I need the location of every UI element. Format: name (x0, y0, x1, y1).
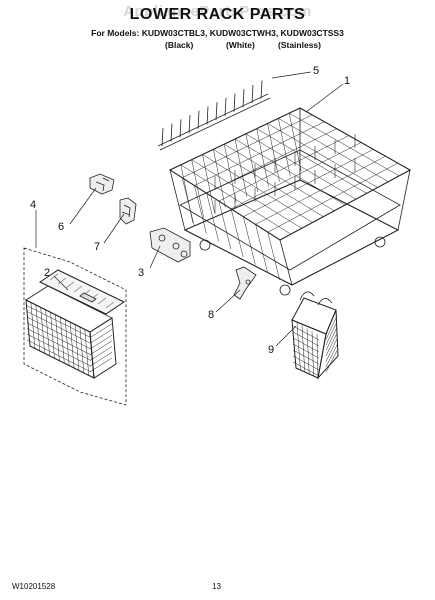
callout-7: 7 (94, 241, 100, 253)
page-number: 13 (212, 582, 221, 591)
document-number: W10201528 (12, 582, 56, 591)
callout-5: 5 (313, 65, 319, 77)
callout-2: 2 (44, 267, 50, 279)
leader-lines (35, 71, 344, 347)
watermark: AppliancePartsPros.com (123, 3, 312, 20)
color-label-white: (White) (226, 40, 255, 50)
color-label-stainless: (Stainless) (278, 40, 321, 50)
wheel-mount-part-3 (149, 227, 191, 263)
callout-3: 3 (138, 267, 144, 279)
callout-6: 6 (58, 221, 64, 233)
callout-1: 1 (344, 75, 350, 87)
tine-row-part-5 (157, 80, 271, 151)
color-label-black: (Black) (165, 40, 194, 50)
callout-9: 9 (268, 344, 274, 356)
silverware-basket-assembly-part-4 (23, 247, 127, 406)
callout-8: 8 (208, 309, 214, 321)
rack-clip-part-6 (89, 173, 115, 195)
models-line: For Models: KUDW03CTBL3, KUDW03CTWH3, KU… (91, 28, 344, 38)
page-title: LOWER RACK PARTS (129, 6, 306, 23)
rack-bracket-part-7 (119, 197, 137, 225)
callout-4: 4 (30, 199, 36, 211)
rack-wheel-clip-part-8 (233, 266, 257, 300)
lower-rack-part-1 (168, 107, 412, 296)
small-basket-part-9 (291, 291, 339, 380)
